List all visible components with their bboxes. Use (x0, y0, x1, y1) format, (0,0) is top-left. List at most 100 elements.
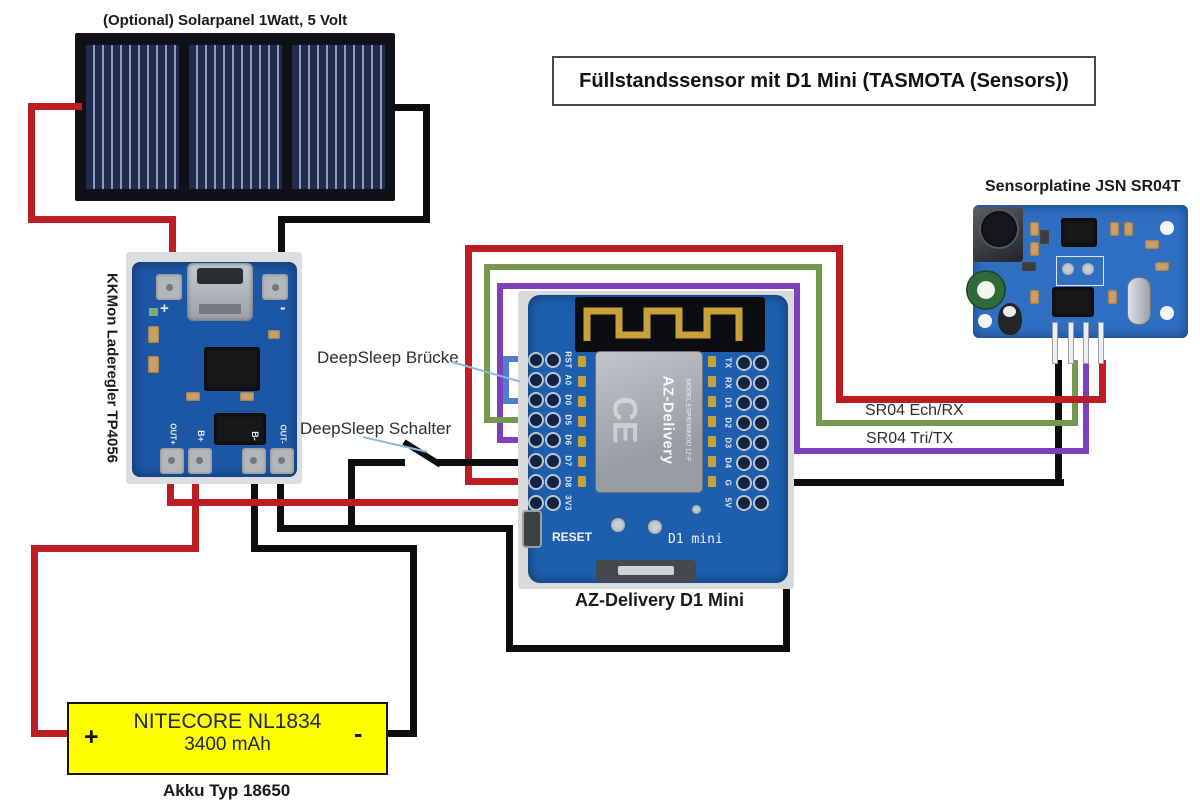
sensor-ic-1 (1062, 219, 1096, 246)
wire-d8-sensor-5v (836, 245, 843, 403)
wire-d8-sensor-5v (465, 478, 557, 485)
deepsleep-switch-label: DeepSleep Schalter (300, 419, 452, 438)
charger-in-plus-label: + (160, 300, 169, 317)
wire-trigger (1083, 360, 1089, 454)
battery-capacity: 3400 mAh (184, 734, 271, 755)
sensor-transformer-top (981, 211, 1017, 247)
pin-label-5v: 5V (723, 497, 733, 509)
wire-battery-plus (31, 545, 38, 737)
sensor-pin-5v (1098, 322, 1104, 364)
charger-out-plus-label: OUT+ (168, 423, 178, 445)
sensor-crystal (1128, 278, 1150, 324)
battery-caption: Akku Typ 18650 (163, 781, 291, 800)
wire-echo (816, 264, 822, 426)
pin-label-d0: D0 (563, 394, 573, 406)
sensor-ic-2 (1053, 288, 1093, 316)
solar-cell-1 (86, 45, 179, 189)
pin-label-rx: RX (723, 376, 733, 390)
wire-solar-plus (28, 103, 82, 110)
sensor-inductor (968, 272, 1004, 308)
charger-b-minus-label: B- (250, 431, 260, 441)
wire-d8-sensor-5v (836, 396, 1106, 403)
wire-echo (484, 264, 822, 270)
tp4056-ic (205, 348, 259, 390)
wire-solar-minus (395, 104, 430, 111)
wire-battery-plus (31, 545, 199, 552)
battery-name: NITECORE NL1834 (133, 710, 322, 733)
d1-caption: AZ-Delivery D1 Mini (575, 590, 745, 610)
wire-solar-plus (28, 216, 176, 223)
pin-label-g: G (723, 479, 733, 487)
esp8266-module (596, 352, 702, 492)
reset-silk-label: RESET (552, 530, 593, 544)
wire-ground-loop (277, 455, 284, 532)
wire-ground-loop (277, 525, 513, 532)
wire-switch-right (436, 459, 557, 466)
antenna-meander-icon (583, 307, 743, 341)
pin-label-3v3: 3V3 (563, 495, 573, 511)
micro-usb-slot (197, 268, 243, 284)
sensor-pin-trig (1083, 322, 1089, 364)
wire-switch-left (348, 459, 355, 532)
diagram-title: Füllstandssensor mit D1 Mini (TASMOTA (S… (579, 69, 1069, 92)
esp-antenna-area (575, 297, 765, 352)
battery-minus-terminal: - (354, 720, 363, 748)
wire-switch-left (348, 459, 405, 466)
protection-ic (215, 414, 265, 444)
deepsleep-switch-lever (402, 439, 443, 468)
diagram-title-box: Füllstandssensor mit D1 Mini (TASMOTA (S… (552, 56, 1096, 106)
battery-box: NITECORE NL1834 3400 mAh (67, 702, 388, 775)
wire-echo (484, 264, 490, 423)
charger-in-minus-label: - (280, 298, 286, 317)
wire-battery-minus (383, 730, 417, 737)
wire-solar-minus (423, 104, 430, 223)
pin-label-d8: D8 (563, 476, 573, 488)
wire-battery-minus (410, 545, 417, 737)
sensor-capacitor-top (1003, 306, 1016, 317)
d1-mini-silk-label: D1 mini (668, 532, 723, 547)
wire-d8-sensor-5v (465, 245, 843, 252)
sensor-pin-echo (1068, 322, 1074, 364)
wire-battery-plus (31, 730, 71, 737)
sensor-pin-gnd (1052, 322, 1058, 364)
wire-deepsleep-bridge (503, 356, 509, 404)
charger-caption: KKMon Laderegler TP4056 (103, 272, 121, 464)
wire-trigger (794, 283, 800, 454)
solar-cell-3 (292, 45, 385, 189)
esp-ce-mark: CE (605, 396, 644, 444)
wire-gnd-to-sensor (742, 479, 1064, 486)
echo-wire-label: SR04 Ech/RX (865, 402, 964, 419)
pin-label-d5: D5 (563, 414, 573, 426)
wire-echo (816, 420, 1078, 426)
wire-trigger (497, 283, 503, 443)
trigger-wire-label: SR04 Tri/TX (866, 430, 954, 447)
pin-label-d7: D7 (563, 455, 573, 467)
wire-solar-plus (28, 103, 35, 223)
pin-label-tx: TX (723, 357, 733, 369)
solar-caption: (Optional) Solarpanel 1Watt, 5 Volt (103, 12, 348, 29)
sensor-u2-outline (1056, 256, 1104, 286)
reset-button (524, 512, 540, 546)
wire-d8-sensor-5v (1099, 360, 1106, 403)
charger-out-minus-label: OUT- (278, 424, 288, 444)
wire-battery-plus (192, 455, 199, 552)
wire-echo (1072, 360, 1078, 426)
esp-brand: AZ-Delivery (659, 375, 677, 465)
pin-label-rst: RST (563, 351, 573, 369)
micro-usb-foot (199, 304, 241, 314)
pin-label-d3: D3 (723, 437, 733, 449)
wire-out-plus-3v3 (167, 499, 557, 506)
deepsleep-bridge-label: DeepSleep Brücke (317, 348, 459, 367)
pin-label-d2: D2 (723, 417, 733, 429)
board-connector-metal (618, 566, 674, 575)
battery-plus-terminal: + (84, 723, 99, 751)
esp-model: MODEL ESP8266MOD 12-F (684, 378, 692, 462)
pin-label-a0: A0 (563, 374, 573, 386)
wire-battery-minus (251, 545, 417, 552)
charger-b-plus-label: B+ (196, 430, 206, 442)
pin-label-d4: D4 (723, 457, 733, 469)
sensor-caption: Sensorplatine JSN SR04T (985, 178, 1181, 195)
wire-solar-minus (278, 216, 430, 223)
wire-ground-loop (506, 525, 513, 652)
